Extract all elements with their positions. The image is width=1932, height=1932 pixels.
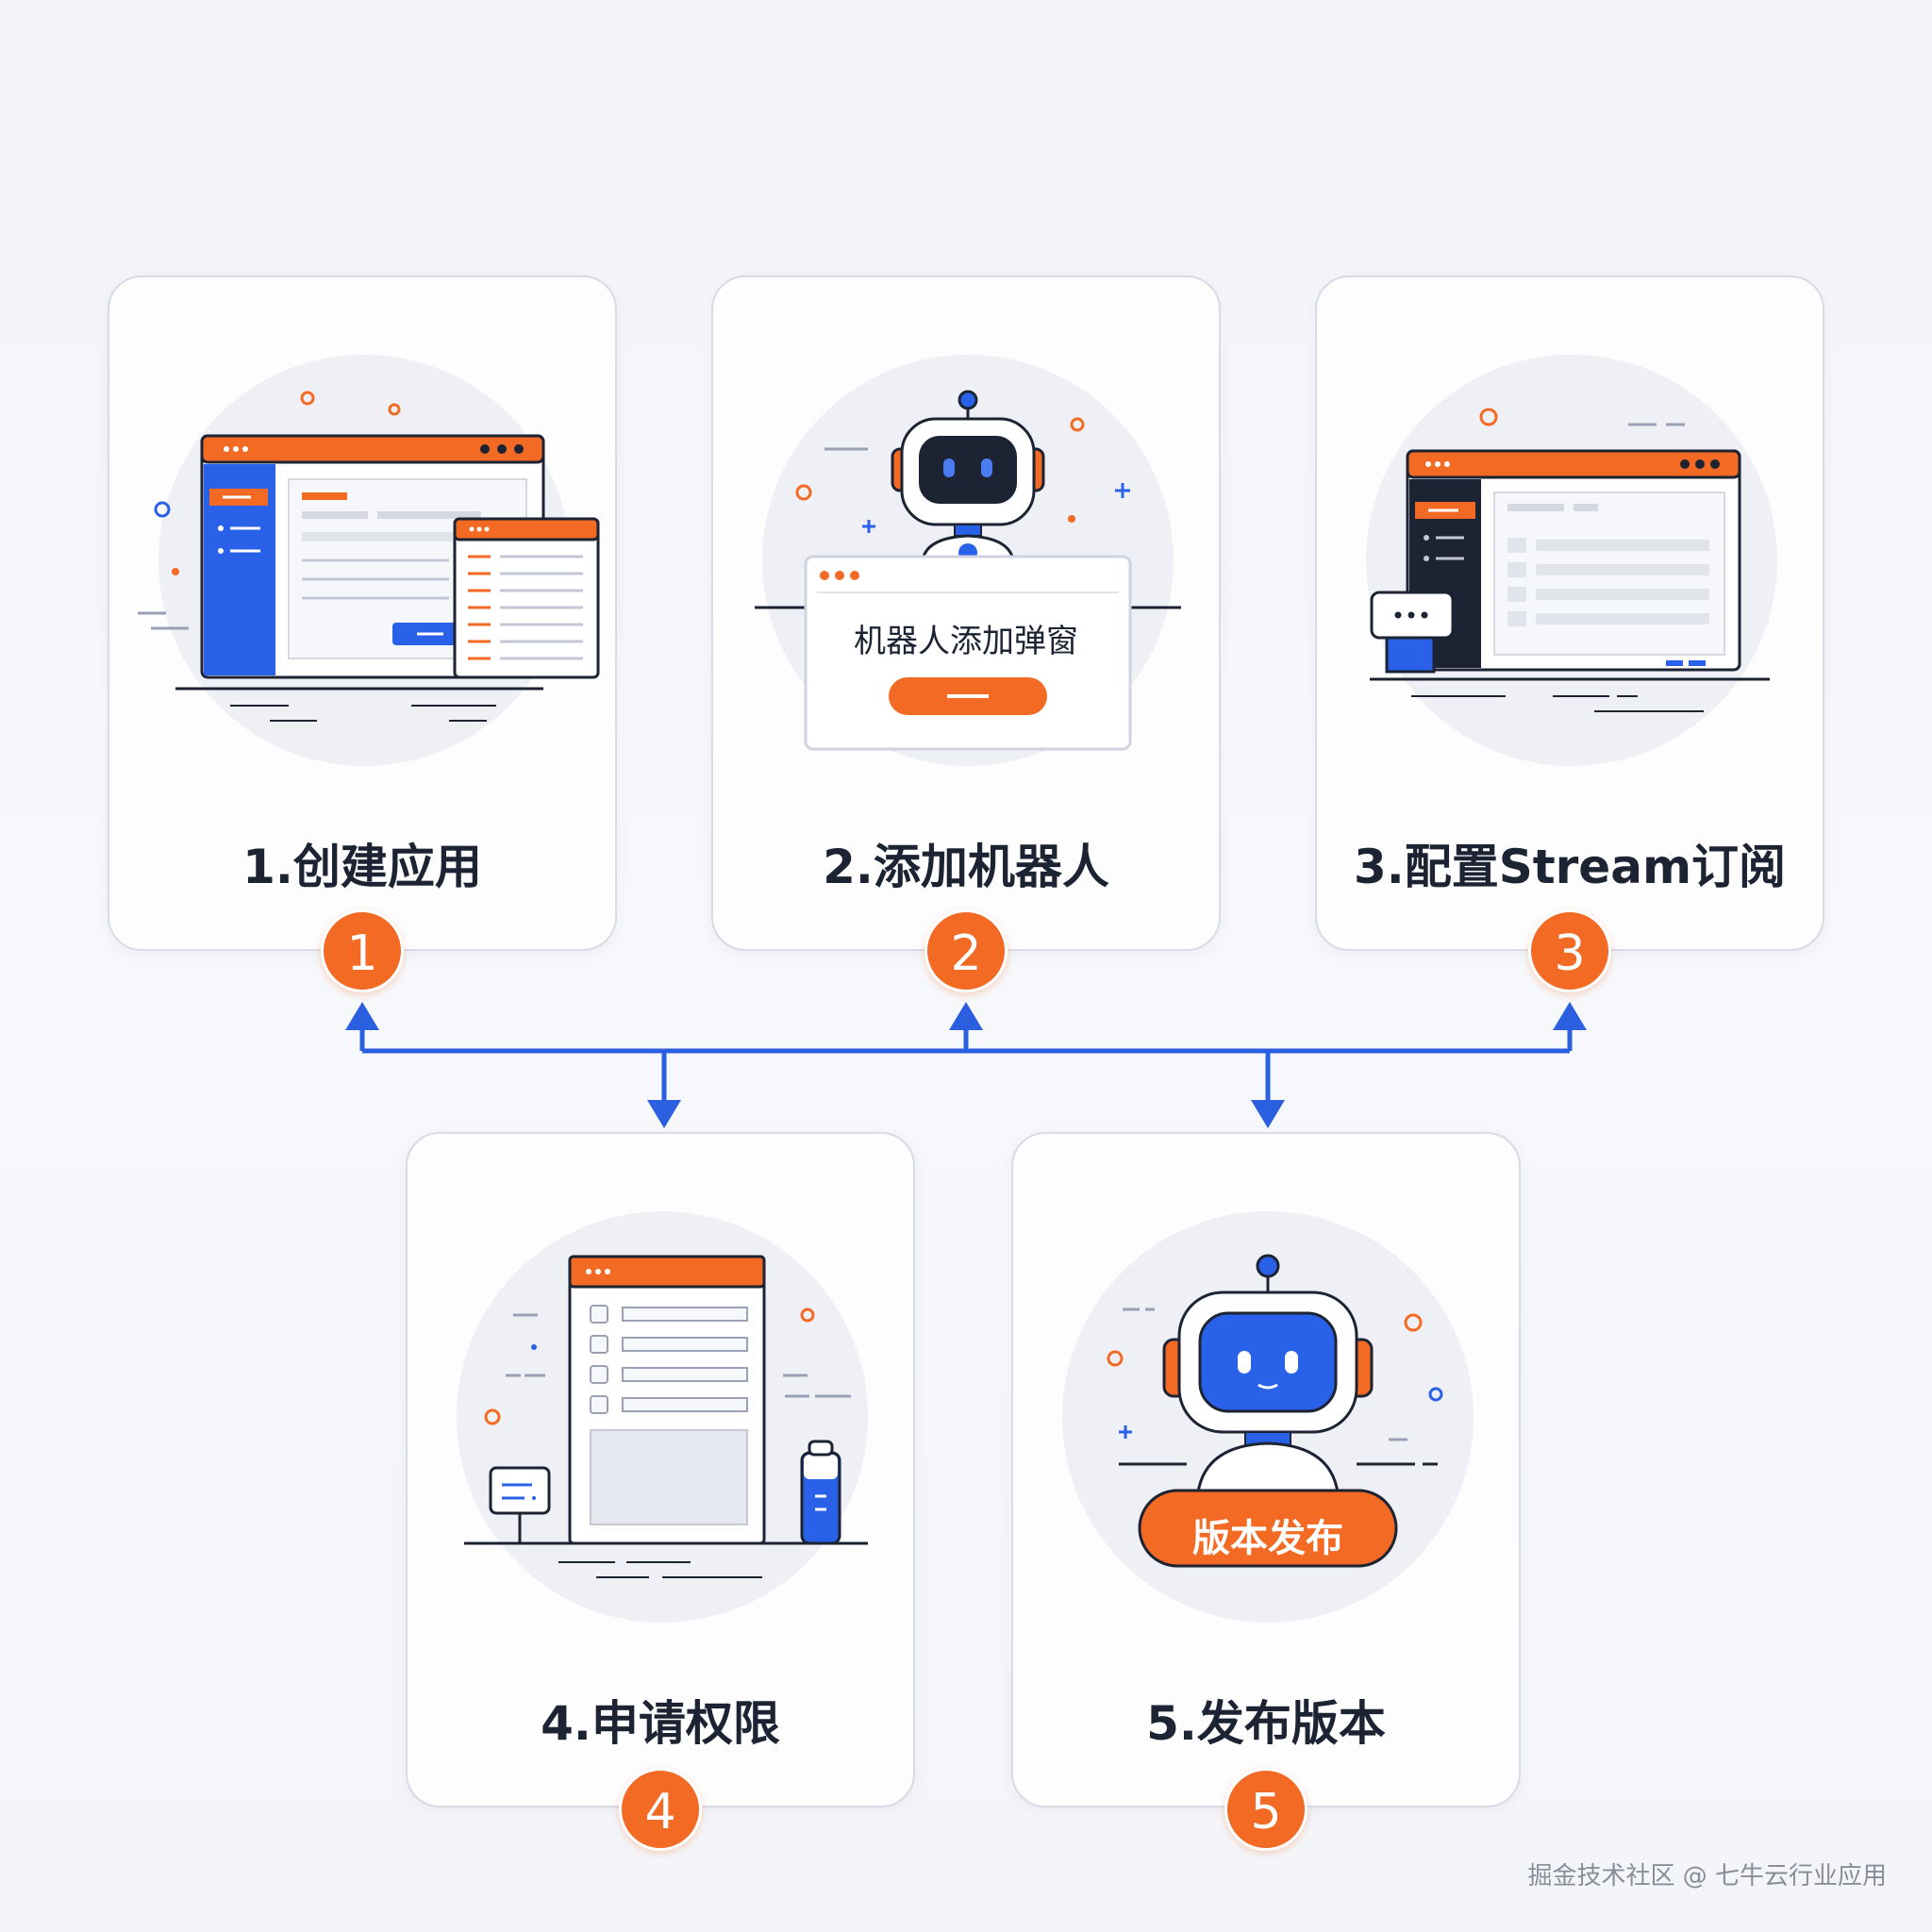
step-badge-5: 5 — [1224, 1768, 1307, 1851]
robot-icon — [755, 355, 1181, 766]
publish-pill-label: 版本发布 — [1192, 1517, 1343, 1560]
step-card-5: 版本发布 5.发布版本 — [1011, 1132, 1521, 1807]
step-label-3: 3.配置Stream订阅 — [1353, 840, 1787, 894]
popup-title: 机器人添加弹窗 — [854, 623, 1078, 660]
arrow-down-4 — [647, 1100, 681, 1128]
arrow-down-5 — [1251, 1100, 1285, 1128]
step-card-2: 机器人添加弹窗 2.添加机器人 — [711, 275, 1221, 951]
robot-publish-icon — [1062, 1211, 1474, 1623]
step-badge-1: 1 — [321, 909, 404, 992]
watermark: 掘金技术社区 @ 七牛云行业应用 — [1527, 1862, 1887, 1890]
arrow-up-3 — [1553, 1002, 1587, 1030]
step-label-4: 4.申请权限 — [541, 1696, 780, 1751]
step-label-5: 5.发布版本 — [1146, 1696, 1386, 1751]
step-card-4: 4.申请权限 — [406, 1132, 915, 1807]
step-card-1: 1.创建应用 — [108, 275, 617, 951]
arrow-up-1 — [345, 1002, 379, 1030]
step-badge-3: 3 — [1528, 909, 1611, 992]
step-badge-4: 4 — [619, 1768, 702, 1851]
stream-config-icon — [1366, 355, 1777, 766]
step-card-3: 3.配置Stream订阅 — [1315, 275, 1824, 951]
permission-list-icon — [457, 1211, 868, 1623]
step-badge-2: 2 — [924, 909, 1008, 992]
step-label-1: 1.创建应用 — [242, 840, 482, 894]
arrow-up-2 — [949, 1002, 983, 1030]
app-window-icon — [138, 355, 600, 766]
step-label-2: 2.添加机器人 — [823, 840, 1109, 894]
